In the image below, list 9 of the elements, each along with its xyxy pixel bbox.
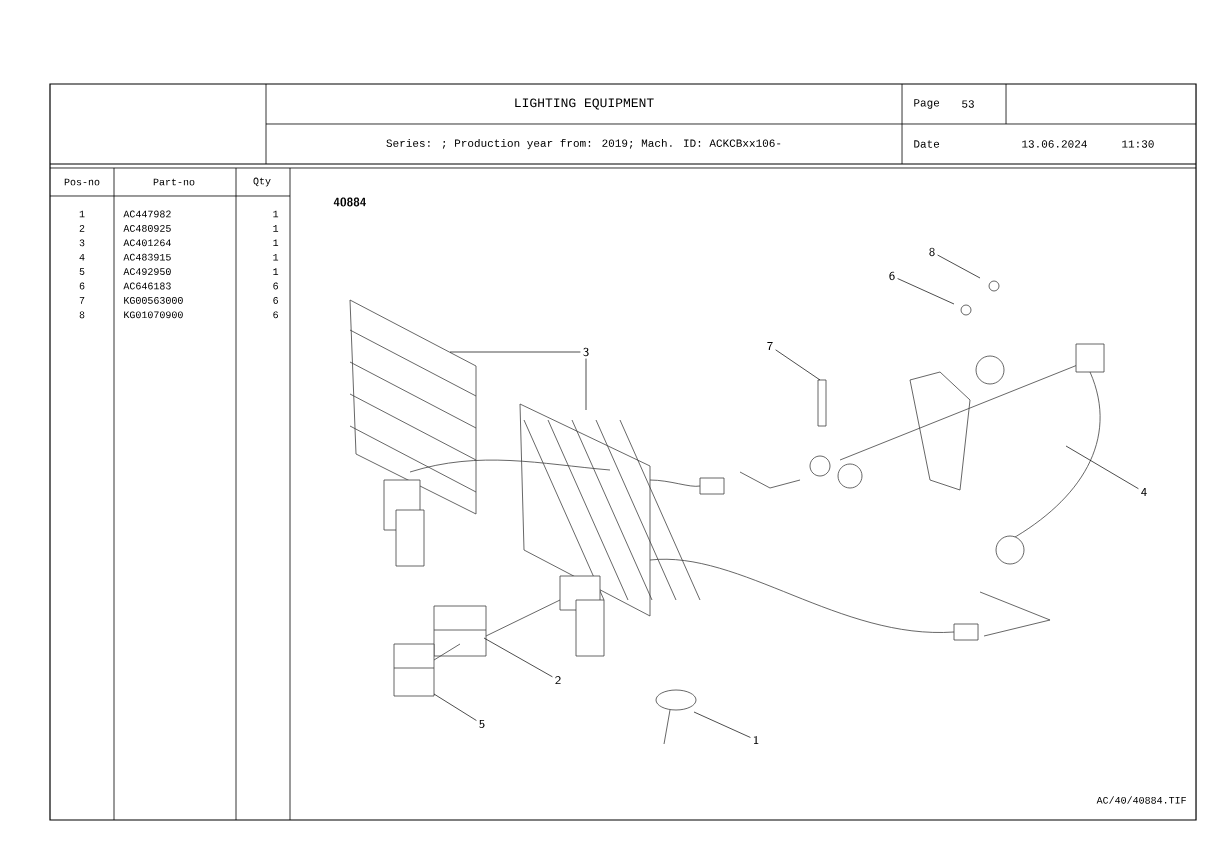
leader-line [585,358,587,411]
leader-line [433,693,477,721]
leader-line [449,351,581,353]
leader-line [937,254,981,279]
leader-line [897,278,955,305]
leader-line [483,637,553,678]
leader-line [1065,445,1139,490]
leader-line [775,349,821,381]
leader-line [693,711,751,738]
